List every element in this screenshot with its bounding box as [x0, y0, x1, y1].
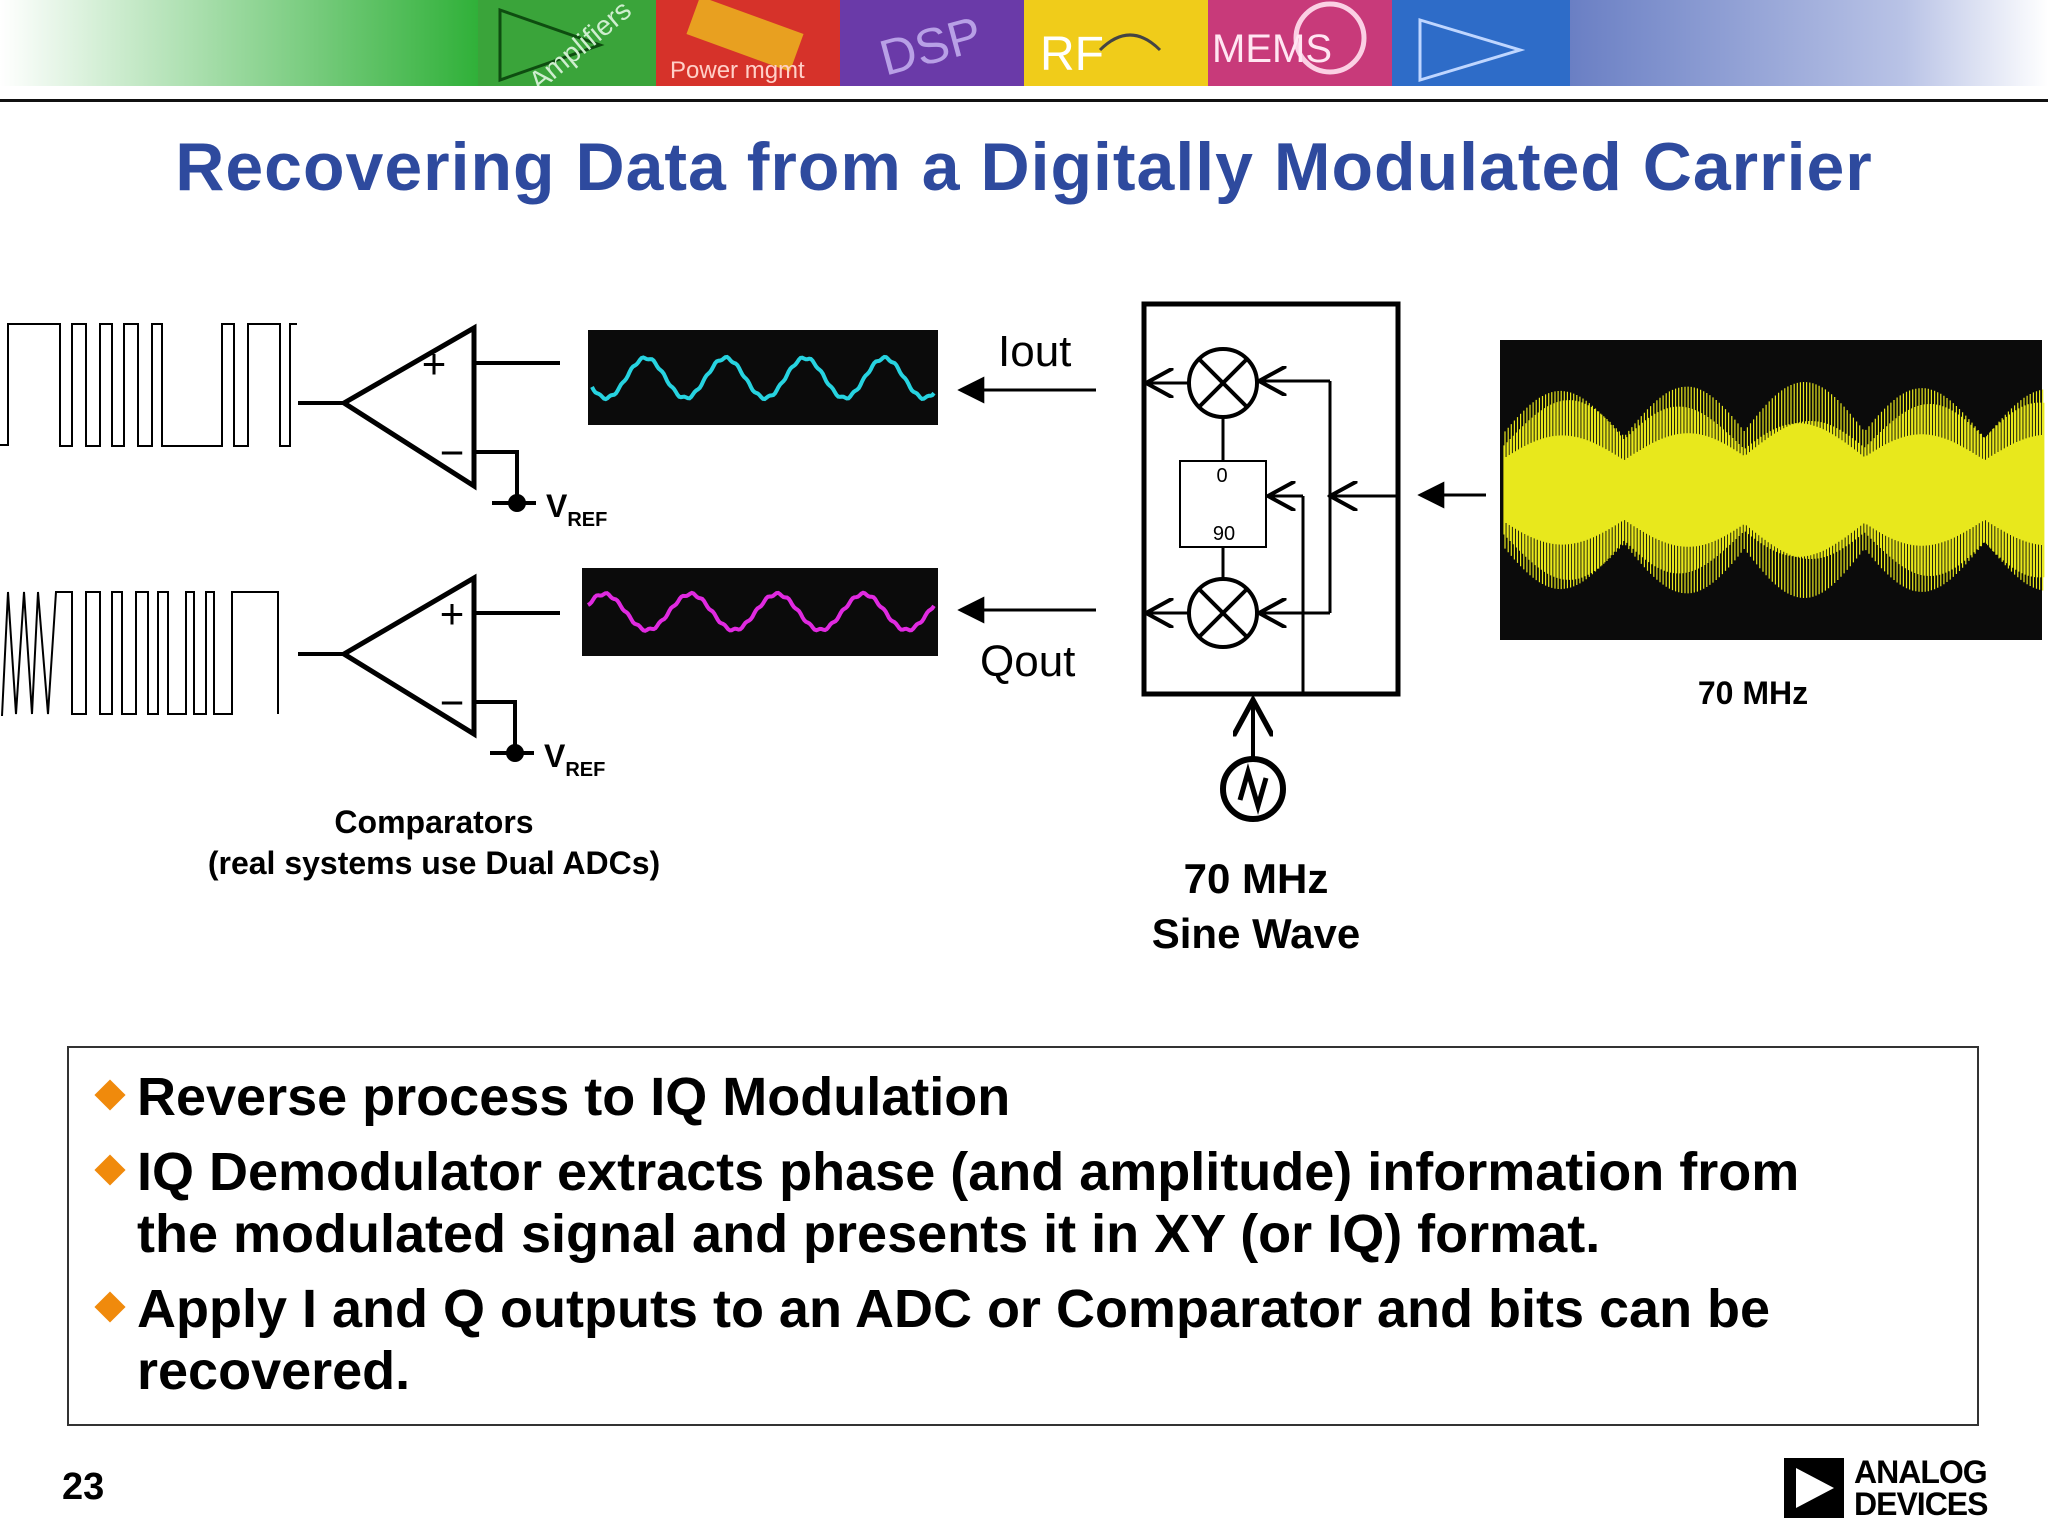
lo-sine-label: Sine Wave: [1152, 910, 1361, 957]
q-scope-trace: [582, 568, 938, 656]
qout-label: Qout: [980, 637, 1075, 686]
bullet-diamond-icon: [94, 1079, 126, 1111]
header-rule: [0, 99, 2048, 102]
analog-devices-logo-icon: [1784, 1458, 1844, 1518]
bullet-box: Reverse process to IQ Modulation IQ Demo…: [67, 1046, 1979, 1426]
q-minus-sign: −: [440, 679, 465, 726]
comparators-subcaption: (real systems use Dual ADCs): [208, 845, 660, 881]
q-plus-sign: +: [440, 590, 465, 637]
i-mixer: [1187, 347, 1259, 419]
banner-tile-mems: MEMS: [1208, 0, 1392, 86]
iout-label: Iout: [998, 327, 1071, 376]
bullet-2: IQ Demodulator extracts phase (and ampli…: [137, 1142, 1800, 1264]
svg-text:Power mgmt: Power mgmt: [670, 57, 805, 84]
i-scope-trace: [588, 330, 938, 425]
i-minus-sign: −: [440, 429, 465, 476]
svg-text:RF: RF: [1040, 28, 1104, 81]
phase-0-label: 0: [1216, 465, 1227, 487]
banner-tile-analog: [1392, 0, 1570, 86]
q-comparator: + −: [298, 573, 560, 762]
q-bitstream: [1, 591, 279, 717]
sine-wave-source: [1220, 700, 1286, 822]
q-mixer: [1187, 577, 1259, 649]
lo-frequency-label: 70 MHz: [1184, 855, 1329, 902]
carrier-scope-trace: [1500, 340, 2045, 640]
i-bitstream: [0, 323, 297, 447]
banner-tile-amplifiers: Amplifiers: [478, 0, 656, 86]
banner-tile-power: Power mgmt: [656, 0, 840, 86]
page-number: 23: [62, 1466, 105, 1508]
bullet-diamond-icon: [94, 1154, 126, 1186]
carrier-waveform: [1503, 382, 2045, 598]
bullet-diamond-icon: [94, 1291, 126, 1323]
banner-tile-dsp: DSP: [840, 0, 1024, 86]
i-vref-label: VREF: [546, 488, 607, 531]
phase-splitter: 0 90: [1179, 417, 1267, 579]
slide-title: Recovering Data from a Digitally Modulat…: [175, 129, 1873, 205]
bullet-1: Reverse process to IQ Modulation: [137, 1067, 1011, 1127]
banner-tile-rf: RF: [1024, 0, 1208, 86]
comparators-caption: Comparators: [334, 804, 533, 840]
i-plus-sign: +: [422, 340, 447, 387]
q-vref-label: VREF: [544, 738, 605, 781]
iq-demodulator-block: 0 90: [1141, 301, 1401, 697]
i-comparator: + −: [298, 323, 560, 512]
carrier-frequency-label: 70 MHz: [1698, 675, 1808, 711]
header-banner: Amplifiers Power mgmt DSP RF MEMS: [0, 0, 2048, 86]
phase-90-label: 90: [1213, 523, 1235, 545]
bullet-3: Apply I and Q outputs to an ADC or Compa…: [137, 1279, 1771, 1401]
svg-text:MEMS: MEMS: [1212, 27, 1332, 71]
